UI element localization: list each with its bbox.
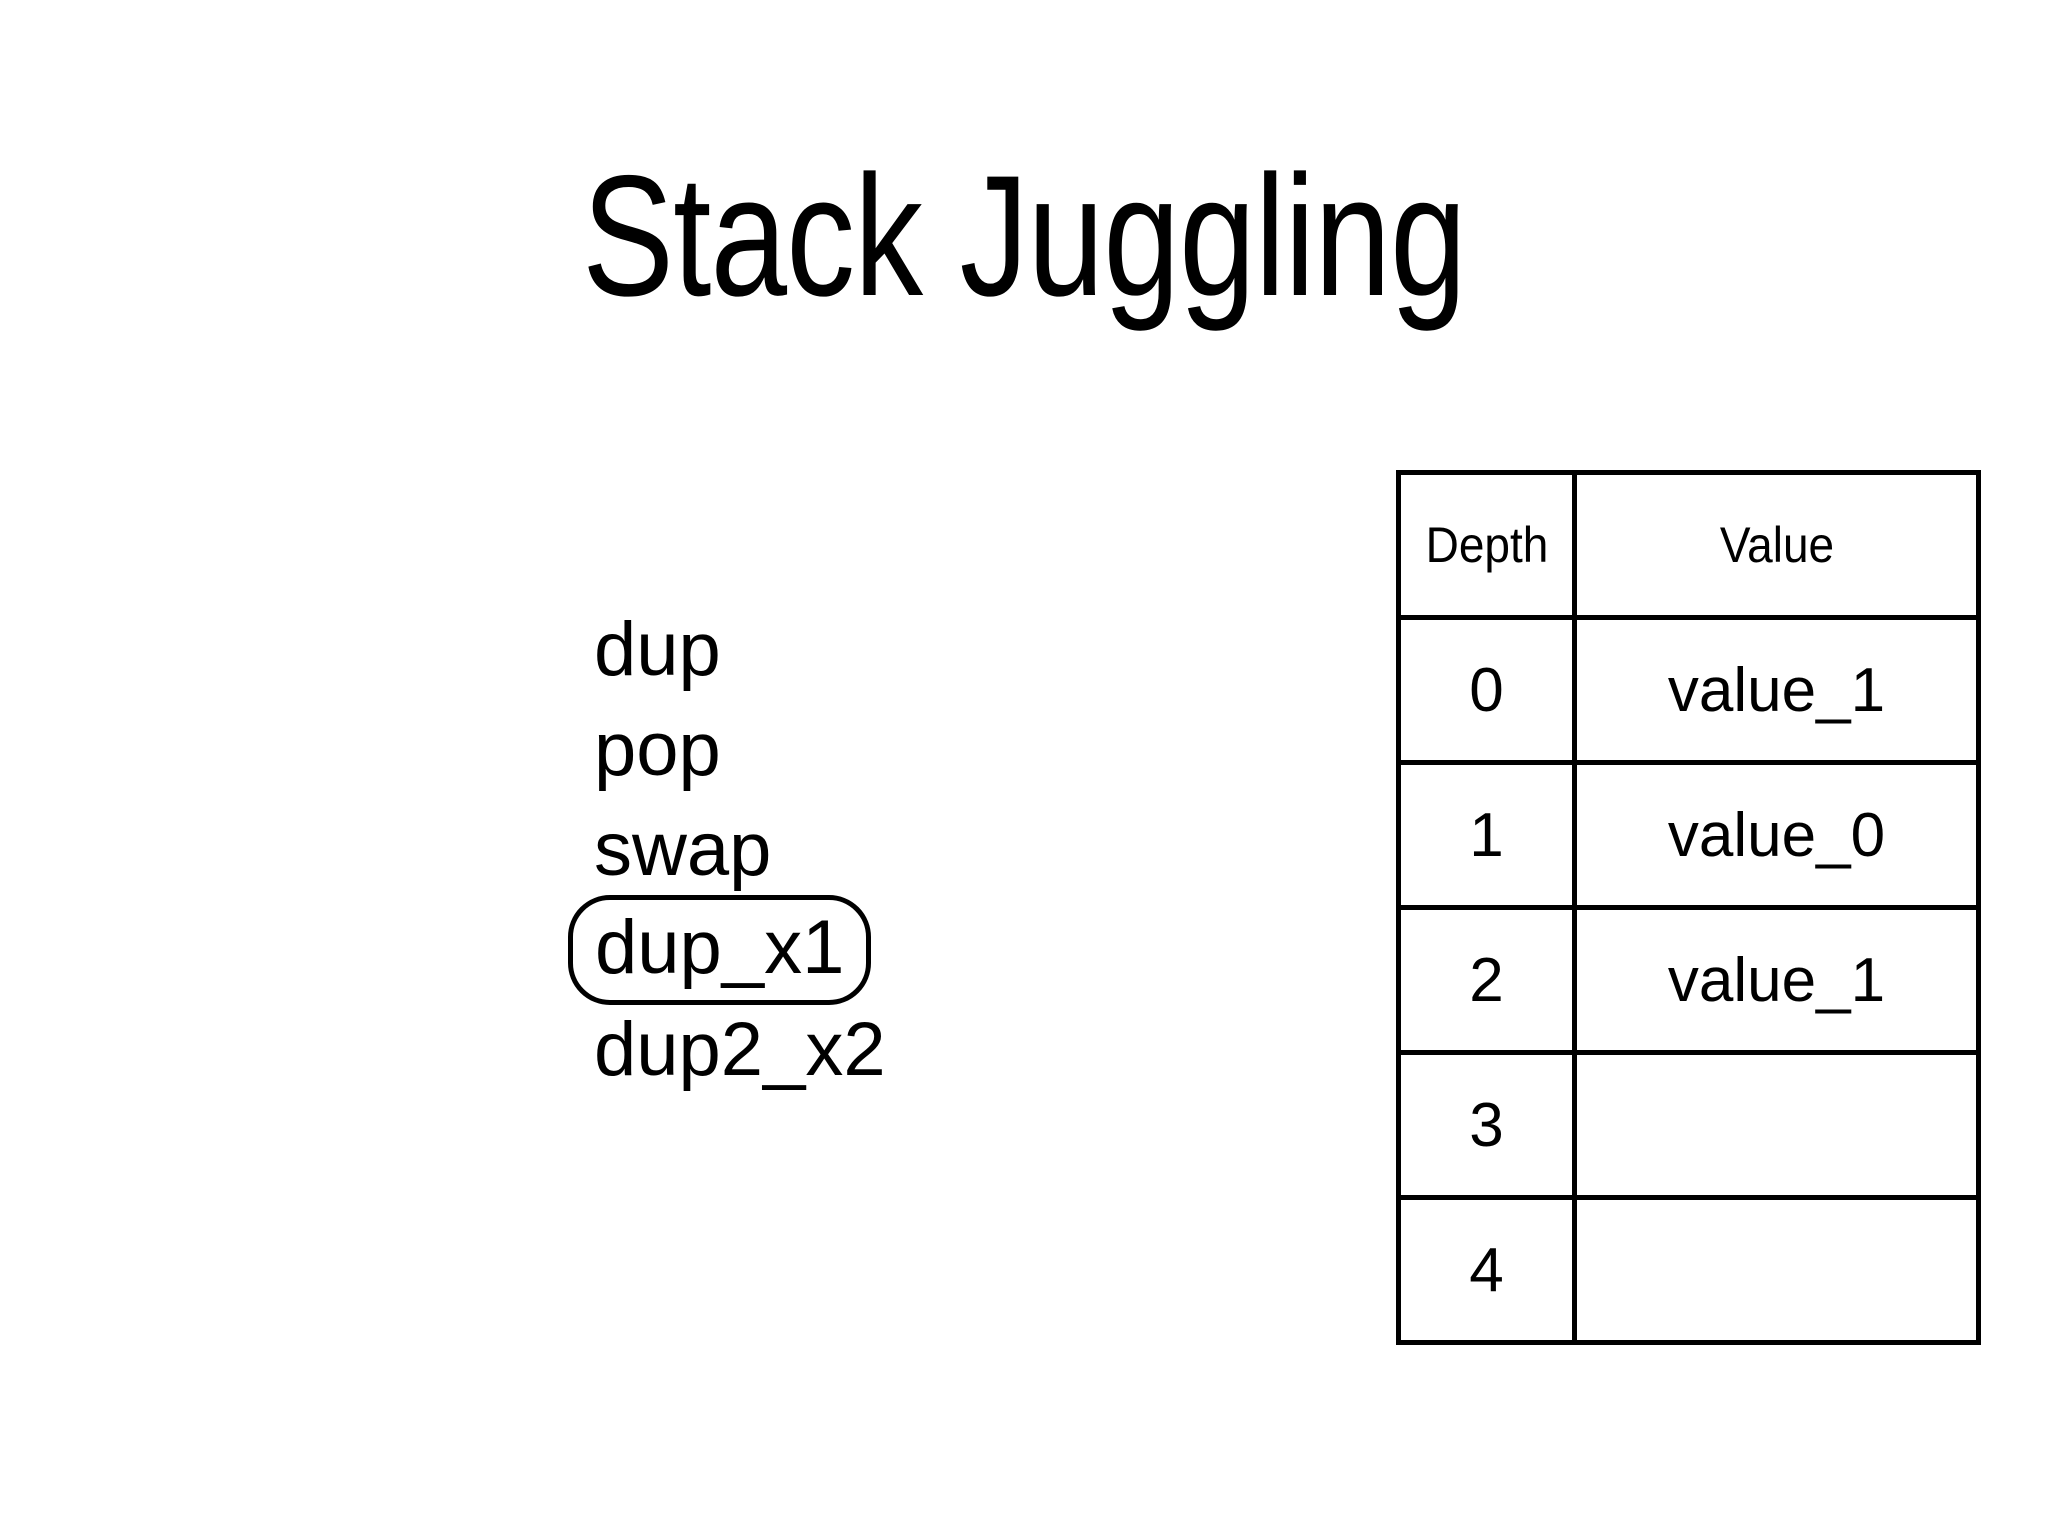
depth-cell: 2 — [1396, 905, 1577, 1055]
value-cell: value_0 — [1572, 760, 1981, 910]
opcode-item-dup_x1[interactable]: dup_x1 — [568, 894, 1010, 1006]
opcode-label: dup2_x2 — [594, 1007, 886, 1092]
value-cell — [1572, 1195, 1981, 1345]
value-cell: value_1 — [1572, 615, 1981, 765]
depth-cell: 1 — [1396, 760, 1577, 910]
table-row: 4 — [1396, 1195, 1981, 1345]
page-title: Stack Juggling — [582, 140, 1467, 332]
opcode-label: swap — [594, 807, 772, 892]
depth-cell: 3 — [1396, 1050, 1577, 1200]
table-header-row: Depth Value — [1399, 470, 1979, 620]
opcode-item-swap[interactable]: swap — [590, 800, 1010, 900]
column-header-depth: Depth — [1403, 470, 1570, 620]
depth-cell: 4 — [1396, 1195, 1577, 1345]
opcode-item-dup2_x2[interactable]: dup2_x2 — [590, 1000, 1010, 1100]
opcode-label: dup — [594, 607, 721, 692]
column-header-value: Value — [1588, 470, 1965, 620]
opcode-item-pop[interactable]: pop — [590, 700, 1010, 800]
table-row: 3 — [1396, 1050, 1981, 1200]
opcode-item-dup[interactable]: dup — [590, 600, 1010, 700]
value-cell — [1572, 1050, 1981, 1200]
opcode-label: dup_x1 — [568, 894, 872, 1006]
depth-cell: 0 — [1396, 615, 1577, 765]
value-cell: value_1 — [1572, 905, 1981, 1055]
opcode-label: pop — [594, 707, 721, 792]
